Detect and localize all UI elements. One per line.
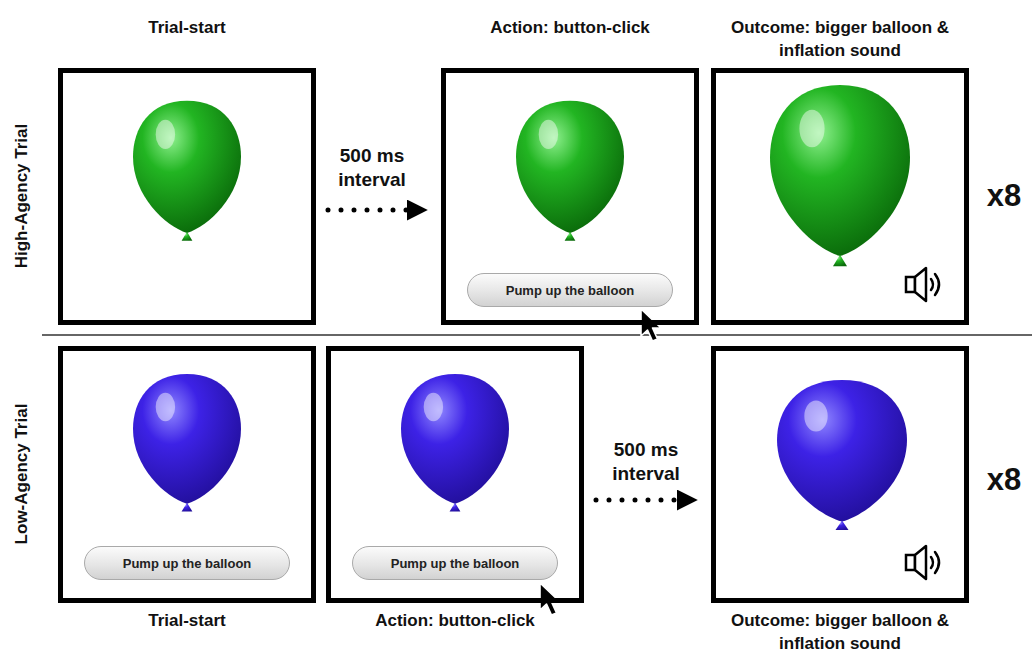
trial-frame: Pump up the balloonAction: button-click xyxy=(326,346,584,603)
speaker-icon xyxy=(906,546,939,579)
balloon xyxy=(133,101,241,241)
repeat-count: x8 xyxy=(987,462,1021,498)
frame-heading: Trial-start xyxy=(67,609,307,632)
pump-button: Pump up the balloon xyxy=(467,273,673,307)
interval-arrow xyxy=(328,208,411,213)
interval-label: 500 ms interval xyxy=(601,438,691,486)
trial-frame: Outcome: bigger balloon & inflation soun… xyxy=(711,346,969,603)
mouse-cursor xyxy=(641,309,661,341)
interval-label: 500 ms interval xyxy=(327,144,417,192)
button-label: Pump up the balloon xyxy=(391,556,520,571)
speaker-icon xyxy=(906,268,939,301)
trial-frame: Pump up the balloonTrial-start xyxy=(58,346,316,603)
trial-frame: Pump up the balloonAction: button-click xyxy=(441,68,699,325)
frame-heading: Outcome: bigger balloon & inflation soun… xyxy=(720,16,960,62)
balloon xyxy=(401,374,509,512)
row-divider xyxy=(42,334,1032,336)
button-label: Pump up the balloon xyxy=(506,283,635,298)
frame-heading: Outcome: bigger balloon & inflation soun… xyxy=(720,609,960,655)
frame-heading: Action: button-click xyxy=(450,16,690,39)
trial-frame: Outcome: bigger balloon & inflation soun… xyxy=(711,68,969,325)
interval-arrow xyxy=(596,498,681,503)
trial-frame: Trial-start xyxy=(58,68,316,325)
bigger-balloon xyxy=(777,380,907,530)
row-label: Low-Agency Trial xyxy=(12,404,32,545)
button-label: Pump up the balloon xyxy=(123,556,252,571)
balloon xyxy=(516,101,624,241)
pump-button: Pump up the balloon xyxy=(352,546,558,580)
row-label: High-Agency Trial xyxy=(12,124,32,269)
balloon xyxy=(133,374,241,512)
frame-heading: Action: button-click xyxy=(335,609,575,632)
pump-button: Pump up the balloon xyxy=(84,546,290,580)
frame-heading: Trial-start xyxy=(67,16,307,39)
bigger-balloon xyxy=(770,85,910,266)
repeat-count: x8 xyxy=(987,178,1021,214)
